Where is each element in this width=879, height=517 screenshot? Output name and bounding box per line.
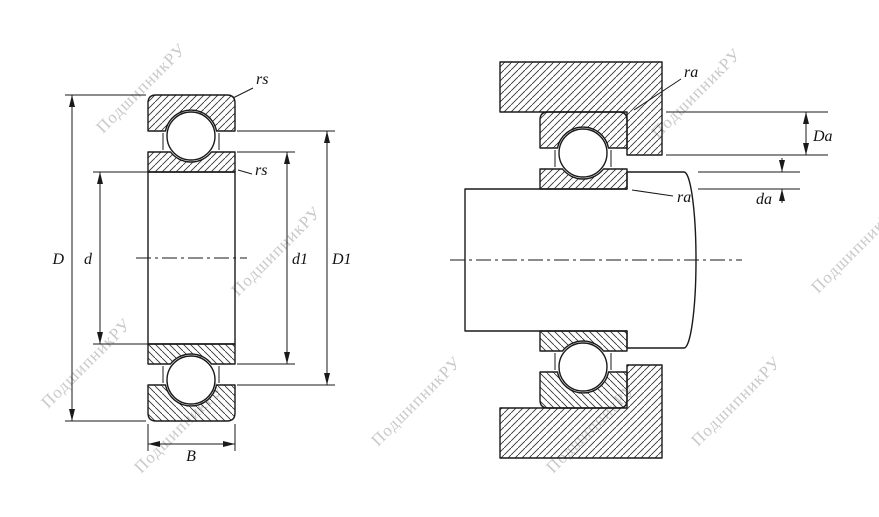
bearing-section-top <box>539 111 628 190</box>
callout-rs-outer: rs <box>232 71 268 99</box>
watermark: ПодшипникРУ <box>687 352 784 449</box>
dimension-Da: Da <box>666 111 833 156</box>
callout-rs-inner: rs <box>237 162 267 179</box>
dimension-d: d <box>84 171 148 345</box>
bore-window <box>147 171 236 345</box>
callout-ra-housing: ra <box>633 64 698 111</box>
watermark: ПодшипникРУ <box>37 314 134 411</box>
housing-top <box>499 61 663 156</box>
label-ra-housing: ra <box>684 64 698 81</box>
label-Da: Da <box>812 128 833 145</box>
housing-bottom <box>499 364 663 459</box>
bearing-section-bottom <box>539 330 628 409</box>
callout-ra-shaft: ra <box>631 189 691 206</box>
bearing-section-top <box>147 94 236 173</box>
dimension-D: D <box>51 94 146 422</box>
watermark: ПодшипникРУ <box>367 352 464 449</box>
bearing-section-bottom <box>147 343 236 422</box>
right-view-mounting-section: ra ra Da da <box>450 61 833 459</box>
left-view-bearing-section: D d d1 D1 B <box>51 71 351 465</box>
label-da: da <box>756 191 772 208</box>
label-D: D <box>51 251 64 268</box>
label-D1: D1 <box>331 251 352 268</box>
dimension-d1: d1 <box>237 151 308 365</box>
dimension-da: da <box>698 158 800 208</box>
watermark: ПодшипникРУ <box>227 202 324 299</box>
label-rs-outer: rs <box>256 71 268 88</box>
dimension-B: B <box>147 424 236 465</box>
label-rs-inner: rs <box>255 162 267 179</box>
label-B: B <box>186 448 196 465</box>
label-d: d <box>84 251 93 268</box>
label-ra-shaft: ra <box>677 189 691 206</box>
dimension-D1: D1 <box>237 130 352 386</box>
watermark: ПодшипникРУ <box>807 199 879 296</box>
label-d1: d1 <box>292 251 308 268</box>
